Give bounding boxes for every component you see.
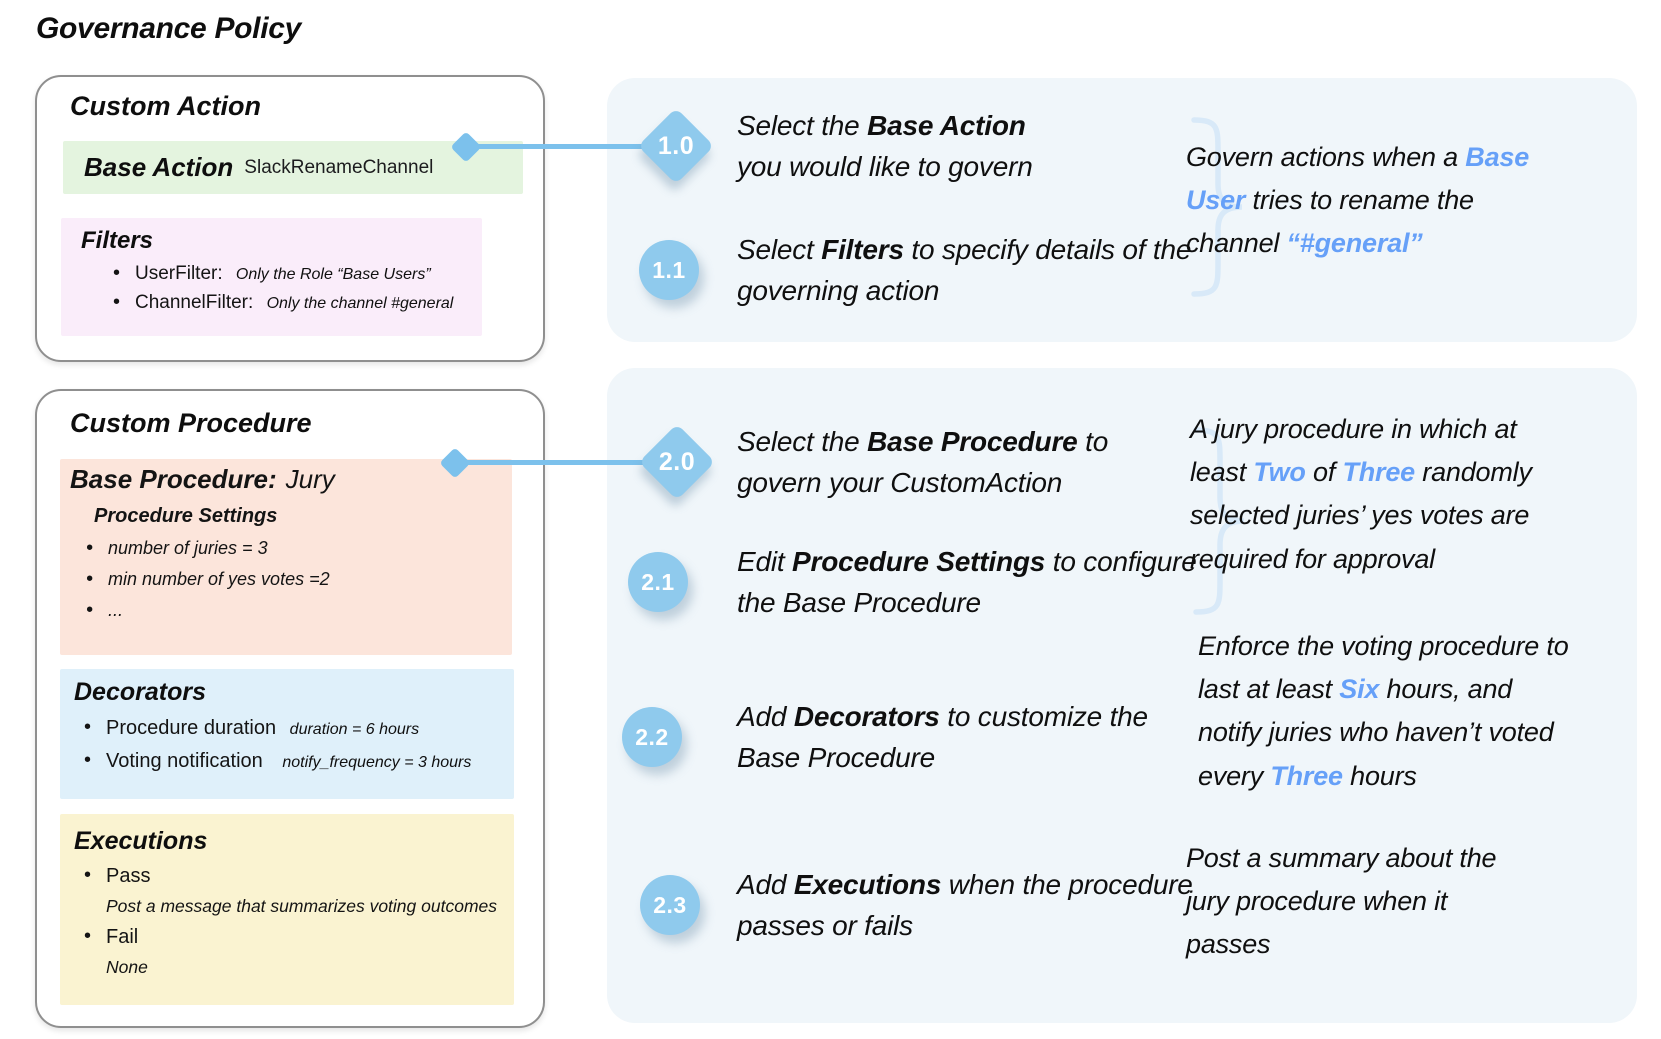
step-text-2-1: Edit Procedure Settings to configure the… <box>737 546 1197 618</box>
decorator-detail: notify_frequency = 3 hours <box>282 754 472 771</box>
execution-name: Fail <box>106 926 139 948</box>
step-text-2-3: Add Executions when the procedure passes… <box>737 869 1193 941</box>
filter-item: ChannelFilter: Only the channel #general <box>107 291 482 314</box>
step-badge-label: 2.2 <box>635 723 669 750</box>
execution-name: Pass <box>106 865 151 887</box>
execution-item: Fail None <box>78 925 514 978</box>
step-text-2-2: Add Decorators to customize the Base Pro… <box>737 701 1148 773</box>
action-steps-panel <box>607 78 1637 342</box>
filter-detail: Only the channel #general <box>266 295 454 312</box>
base-procedure-value: Jury <box>285 464 335 494</box>
decorator-name: Procedure duration <box>106 717 277 739</box>
base-action-label: Base Action <box>84 152 234 182</box>
filters-list: UserFilter: Only the Role “Base Users” C… <box>107 262 482 314</box>
filter-item: UserFilter: Only the Role “Base Users” <box>107 262 482 285</box>
base-procedure-row: Base Procedure: Jury <box>60 464 512 495</box>
step-text-2-0: Select the Base Procedure to govern your… <box>737 426 1109 498</box>
decorators-title: Decorators <box>74 678 206 706</box>
filter-name: ChannelFilter: <box>135 292 254 313</box>
decorators-bar: Decorators Procedure duration duration =… <box>60 669 514 799</box>
base-procedure-label: Base Procedure: <box>70 464 277 494</box>
custom-procedure-title: Custom Procedure <box>70 408 312 438</box>
filters-bar: Filters UserFilter: Only the Role “Base … <box>61 218 482 336</box>
procedure-settings-title: Procedure Settings <box>94 505 278 527</box>
step-badge-label: 2.0 <box>658 447 696 476</box>
procedure-steps-panel <box>607 368 1637 1023</box>
step-badge-label: 2.1 <box>641 568 675 595</box>
custom-action-card: Custom Action Base Action SlackRenameCha… <box>35 75 545 362</box>
step-badge-label: 1.0 <box>657 131 695 160</box>
filter-detail: Only the Role “Base Users” <box>235 266 431 283</box>
decorator-detail: duration = 6 hours <box>289 721 420 738</box>
setting-item: ... <box>80 599 512 622</box>
step-badge-label: 2.3 <box>653 891 687 918</box>
note-voting-enforcement: Enforce the voting procedure to last at … <box>1198 631 1569 791</box>
note-base-user: Govern actions when a Base User tries to… <box>1186 142 1530 259</box>
execution-detail: Post a message that summarizes voting ou… <box>106 896 498 916</box>
execution-detail: None <box>106 957 148 977</box>
decorator-item: Procedure duration duration = 6 hours <box>78 716 514 740</box>
note-jury-procedure: A jury procedure in which at least Two o… <box>1190 414 1532 574</box>
base-action-bar: Base Action SlackRenameChannel <box>63 141 523 194</box>
base-action-value: SlackRenameChannel <box>244 156 434 178</box>
executions-list: Pass Post a message that summarizes voti… <box>78 864 514 978</box>
setting-item: number of juries = 3 <box>80 537 512 560</box>
brace-icon <box>1191 117 1243 297</box>
decorator-name: Voting notification <box>106 750 263 772</box>
filter-name: UserFilter: <box>135 263 223 284</box>
decorators-list: Procedure duration duration = 6 hours Vo… <box>78 716 514 773</box>
execution-item: Pass Post a message that summarizes voti… <box>78 864 514 917</box>
step-badge-2-0: 2.0 <box>639 424 715 500</box>
base-procedure-bar: Base Procedure: Jury Procedure Settings n… <box>60 459 512 655</box>
custom-procedure-card: Custom Procedure Base Procedure: Jury Pro… <box>35 389 545 1028</box>
setting-item: min number of yes votes =2 <box>80 568 512 591</box>
step-badge-1-1: 1.1 <box>639 240 699 300</box>
connector-line-action <box>466 144 678 149</box>
decorator-item: Voting notification notify_frequency = 3… <box>78 749 514 773</box>
custom-action-title: Custom Action <box>70 91 261 121</box>
filters-title: Filters <box>81 227 154 254</box>
note-summary-post: Post a summary about the jury procedure … <box>1186 843 1497 960</box>
step-badge-2-1: 2.1 <box>628 552 688 612</box>
brace-icon <box>1193 427 1245 615</box>
step-text-1-1: Select Filters to specify details of the… <box>737 234 1192 306</box>
step-badge-label: 1.1 <box>652 256 686 283</box>
step-badge-2-3: 2.3 <box>640 875 700 935</box>
step-badge-1-0: 1.0 <box>638 108 714 184</box>
connector-line-procedure <box>455 460 679 465</box>
page-title: Governance Policy <box>36 12 302 45</box>
step-text-1-0: Select the Base Action you would like to… <box>737 110 1033 182</box>
step-badge-2-2: 2.2 <box>622 707 682 767</box>
procedure-settings-list: number of juries = 3 min number of yes v… <box>80 537 512 622</box>
executions-title: Executions <box>74 827 208 855</box>
executions-bar: Executions Pass Post a message that summ… <box>60 814 514 1005</box>
